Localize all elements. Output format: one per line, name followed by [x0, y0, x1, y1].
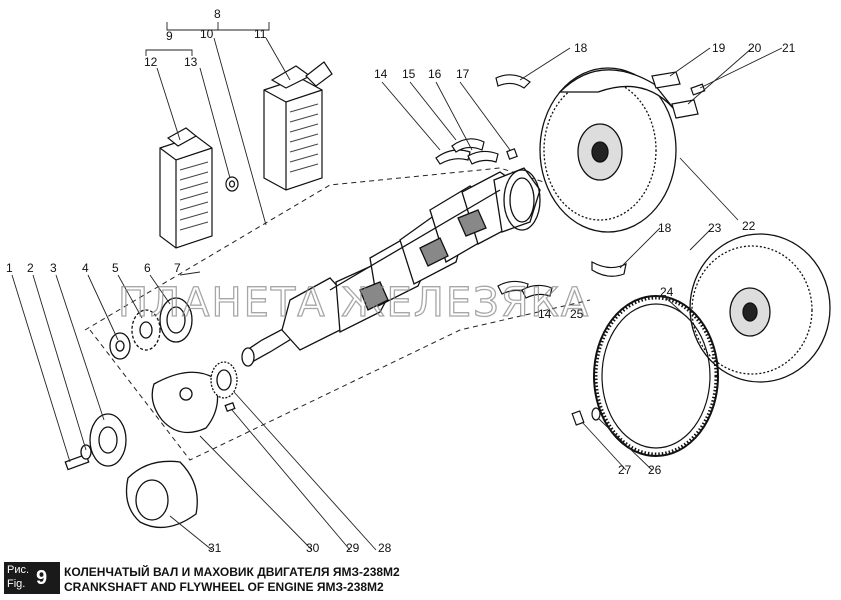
thrust-washers-18 — [495, 74, 627, 277]
callout-label: 14 — [538, 307, 552, 321]
callout-label: 30 — [306, 541, 320, 555]
caption-title-ru: КОЛЕНЧАТЫЙ ВАЛ И МАХОВИК ДВИГАТЕЛЯ ЯМЗ-2… — [64, 565, 400, 579]
callout-label: 9 — [166, 29, 173, 43]
leader-lines — [11, 22, 783, 551]
callout-label: 4 — [82, 261, 89, 275]
callout-label: 25 — [570, 307, 584, 321]
callout-label: 18 — [574, 41, 588, 55]
callout-label: 31 — [208, 541, 222, 555]
figure-caption: Рис. Fig. 9 КОЛЕНЧАТЫЙ ВАЛ И МАХОВИК ДВИ… — [4, 560, 504, 596]
callout-numbers: 1 2 3 4 5 6 7 8 9 10 11 12 13 14 15 16 1… — [6, 7, 796, 555]
callout-label: 15 — [402, 67, 416, 81]
flywheel — [539, 67, 679, 233]
ring-gear — [593, 295, 719, 457]
callout-label: 18 — [658, 221, 672, 235]
callout-label: 20 — [748, 41, 762, 55]
callout-label: 12 — [144, 55, 158, 69]
watermark-text: ПЛАНЕТА ЖЕЛЕЗЯКА — [118, 280, 590, 326]
callout-label: 21 — [782, 41, 796, 55]
nut-13 — [225, 176, 239, 192]
figure-prefix-en: Fig. — [7, 578, 26, 590]
callout-label: 8 — [214, 7, 221, 21]
front-parts — [64, 297, 238, 529]
callout-label: 26 — [648, 463, 662, 477]
callout-label: 22 — [742, 219, 756, 233]
figure-number: 9 — [36, 567, 48, 589]
figure-prefix-ru: Рис. — [7, 564, 30, 576]
main-bearing-shells — [435, 138, 553, 299]
callout-label: 28 — [378, 541, 392, 555]
callout-label: 13 — [184, 55, 198, 69]
callout-label: 3 — [50, 261, 57, 275]
callout-label: 27 — [618, 463, 632, 477]
callout-label: 5 — [112, 261, 119, 275]
plates-19-21 — [651, 71, 706, 119]
callout-label: 14 — [374, 67, 388, 81]
crankshaft — [241, 167, 541, 367]
callout-label: 19 — [712, 41, 726, 55]
bearing-pack-upper — [263, 61, 333, 191]
caption-title-en: CRANKSHAFT AND FLYWHEEL OF ENGINE ЯМЗ-23… — [64, 580, 384, 594]
callout-label: 23 — [708, 221, 722, 235]
callout-label: 10 — [200, 27, 214, 41]
flywheel-housing — [689, 233, 831, 383]
callout-label: 11 — [254, 27, 267, 41]
callout-label: 1 — [6, 261, 13, 275]
figure-badge: Рис. Fig. 9 — [4, 562, 60, 594]
bolt-26-27 — [571, 407, 601, 426]
callout-label: 17 — [456, 67, 470, 81]
bearing-pack-lower — [159, 127, 213, 249]
callout-label: 6 — [144, 261, 151, 275]
callout-label: 16 — [428, 67, 442, 81]
callout-label: 24 — [660, 285, 674, 299]
callout-label: 2 — [27, 261, 34, 275]
callout-label: 29 — [346, 541, 360, 555]
callout-label: 7 — [174, 261, 181, 275]
